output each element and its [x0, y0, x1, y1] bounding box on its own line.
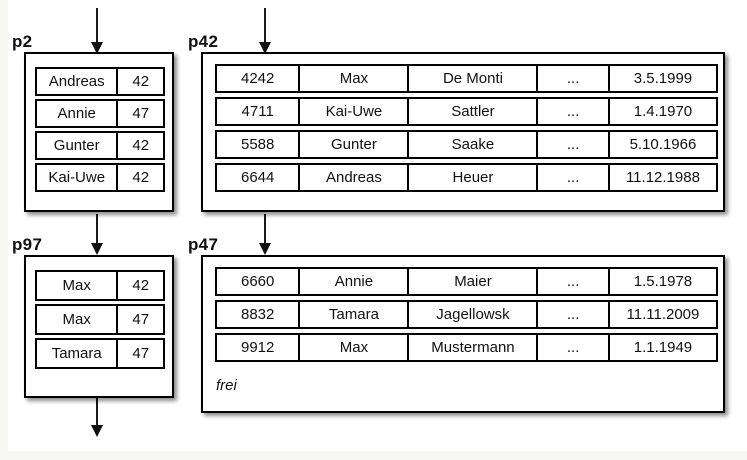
arrow-down-line	[96, 8, 98, 44]
table-cell: Sattler	[409, 99, 539, 124]
table-row: Tamara 47	[35, 338, 165, 369]
table-cell: 42	[132, 137, 150, 154]
table-cell: 47	[132, 311, 150, 328]
table-cell: Gunter	[37, 133, 119, 158]
table-cell: 6644	[217, 165, 301, 190]
table-cell: Saake	[409, 132, 539, 157]
arrow-down-icon	[259, 42, 271, 54]
table-cell: 5.10.1966	[629, 136, 697, 153]
arrow-down-icon	[91, 425, 103, 437]
arrow-down-icon	[91, 243, 103, 255]
table-cell: 42	[132, 73, 150, 90]
table-cell: Andreas	[300, 165, 410, 190]
table-cell: Max	[37, 306, 119, 333]
table-cell: ...	[538, 335, 610, 360]
table-cell: Maier	[409, 269, 539, 294]
page-label-p2: p2	[12, 32, 33, 51]
table-cell: Andreas	[37, 69, 119, 94]
table-cell: 1.5.1978	[633, 273, 693, 290]
table-row: Kai-Uwe 42	[35, 163, 165, 192]
table-cell: ...	[538, 269, 610, 294]
table-row: Max 42	[35, 270, 165, 301]
arrow-down-icon	[91, 42, 103, 54]
page-label-p42: p42	[188, 32, 219, 51]
table-cell: ...	[538, 66, 610, 91]
table-cell: ...	[538, 99, 610, 124]
table-cell: 42	[132, 277, 150, 294]
arrow-down-icon	[259, 243, 271, 255]
table-cell: 1.1.1949	[633, 339, 693, 356]
table-cell: Heuer	[409, 165, 539, 190]
table-cell: 4242	[217, 66, 301, 91]
table-cell: Annie	[300, 269, 410, 294]
free-space-note: frei	[216, 377, 237, 394]
arrow-down-line	[264, 214, 266, 245]
table-row: Andreas 42	[35, 67, 165, 96]
table-row: Gunter 42	[35, 131, 165, 160]
table-cell: ...	[538, 165, 610, 190]
table-cell: 5588	[217, 132, 301, 157]
table-cell: 47	[132, 345, 150, 362]
table-cell: 11.11.2009	[626, 306, 700, 323]
table-row: Annie 47	[35, 99, 165, 128]
table-cell: 47	[132, 105, 150, 122]
table-cell: 6660	[217, 269, 301, 294]
table-cell: Mustermann	[409, 335, 539, 360]
arrow-down-line	[264, 8, 266, 44]
table-cell: Kai-Uwe	[300, 99, 410, 124]
table-cell: Annie	[37, 101, 119, 126]
table-cell: 42	[132, 169, 150, 186]
table-cell: Tamara	[37, 340, 119, 367]
arrow-down-line	[96, 214, 98, 245]
table-cell: Max	[300, 335, 410, 360]
table-cell: Max	[37, 272, 119, 299]
table-cell: Gunter	[300, 132, 410, 157]
table-cell: 3.5.1999	[633, 70, 693, 87]
arrow-down-line	[96, 398, 98, 427]
table-cell: ...	[538, 302, 610, 327]
table-cell: De Monti	[409, 66, 539, 91]
page-label-p47: p47	[188, 235, 219, 254]
table-row: Max 47	[35, 304, 165, 335]
table-cell: Jagellowsk	[409, 302, 539, 327]
table-cell: 8832	[217, 302, 301, 327]
table-cell: 4711	[217, 99, 301, 124]
table-cell: Kai-Uwe	[37, 165, 119, 190]
table-cell: 9912	[217, 335, 301, 360]
table-cell: 11.12.1988	[625, 169, 700, 186]
table-cell: ...	[538, 132, 610, 157]
table-cell: 1.4.1970	[633, 103, 693, 120]
table-cell: Tamara	[300, 302, 410, 327]
page-label-p97: p97	[12, 235, 43, 254]
table-cell: Max	[300, 66, 410, 91]
